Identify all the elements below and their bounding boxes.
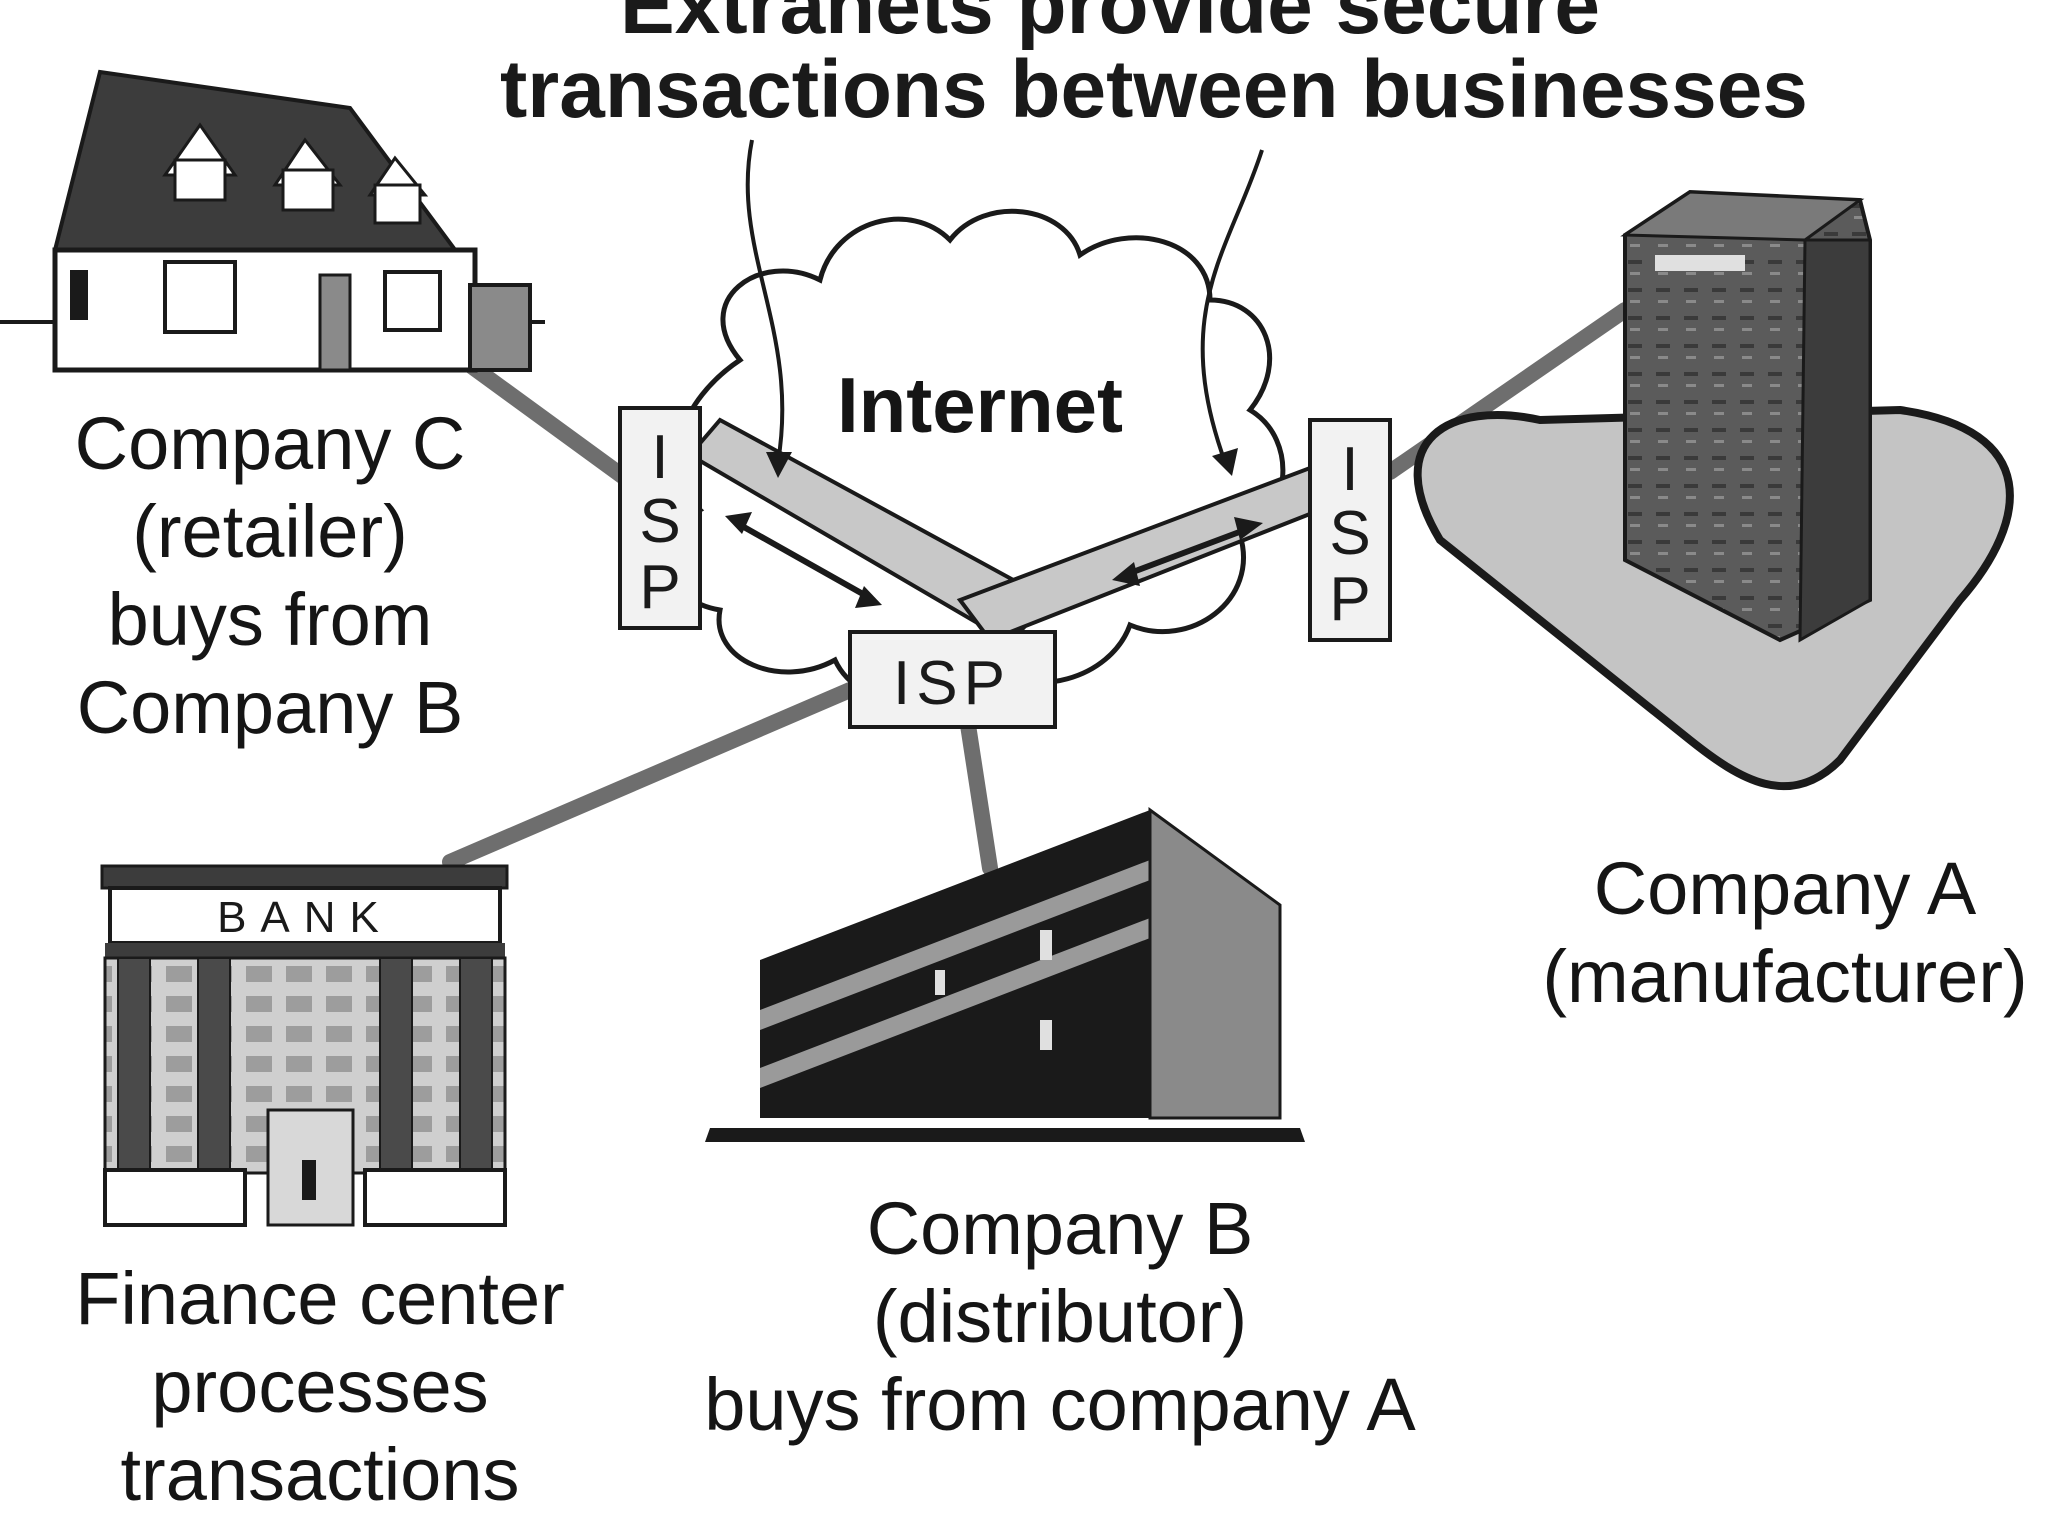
arrowhead-right-b — [1234, 517, 1263, 540]
finance-line-1: Finance center — [75, 1257, 565, 1340]
isp-right-letter-s: S — [1329, 499, 1370, 568]
company-c-line-2: (retailer) — [132, 490, 408, 573]
internet-label: Internet — [836, 361, 1124, 449]
arrowhead-left-b — [855, 586, 882, 608]
callout-arrow-left — [745, 139, 785, 463]
isp-bottom-label: ISP — [893, 649, 1011, 718]
company-a-line-2: (manufacturer) — [1542, 935, 2028, 1018]
diagram-heading: Extranets provide secure transactions be… — [500, 0, 1808, 135]
link-bank — [442, 682, 858, 870]
company-a-caption: Company A (manufacturer) — [1530, 845, 2040, 1021]
isp-left-letter-i: I — [651, 423, 668, 492]
company-b-line-1: Company B — [866, 1187, 1254, 1270]
bank-sign: BANK — [217, 893, 393, 942]
isp-left-letter-s: S — [639, 487, 680, 556]
arrow-left-channel — [733, 519, 872, 601]
company-c-line-3: buys from — [107, 578, 433, 661]
bank-icon: BANK — [100, 864, 509, 1227]
company-b-caption: Company B (distributor) buys from compan… — [660, 1185, 1460, 1449]
callout-arrowhead-right — [1212, 448, 1238, 476]
office-tower-icon — [1413, 189, 2014, 791]
heading-line-1: Extranets provide secure — [620, 0, 1600, 51]
company-b-line-3: buys from company A — [704, 1363, 1416, 1446]
warehouse-icon — [705, 807, 1305, 1142]
arrowhead-right-a — [1112, 562, 1140, 586]
link-company-b — [960, 717, 998, 876]
transaction-arrows — [725, 512, 1263, 608]
arrowhead-left-a — [725, 512, 752, 534]
isp-box-bottom: ISP — [848, 630, 1057, 729]
house-icon — [0, 69, 545, 373]
link-company-c — [462, 357, 633, 486]
callout-arrow-right — [1200, 149, 1264, 463]
arrow-right-channel — [1123, 525, 1252, 578]
finance-caption: Finance center processes transactions — [60, 1255, 580, 1519]
company-c-line-1: Company C — [74, 402, 466, 485]
heading-line-2: transactions between businesses — [500, 44, 1808, 135]
isp-box-right: I S P — [1308, 418, 1392, 642]
finance-line-2: processes — [151, 1345, 489, 1428]
callout-arrows — [745, 139, 1264, 478]
isp-left-letter-p: P — [639, 553, 680, 622]
isp-box-left: I S P — [618, 406, 702, 630]
company-b-line-2: (distributor) — [872, 1275, 1248, 1358]
finance-line-3: transactions — [120, 1433, 520, 1516]
company-c-line-4: Company B — [76, 666, 464, 749]
company-c-caption: Company C (retailer) buys from Company B — [20, 400, 520, 752]
company-a-line-1: Company A — [1593, 847, 1977, 930]
isp-right-letter-p: P — [1329, 565, 1370, 634]
callout-arrowhead-left — [766, 452, 792, 478]
isp-right-letter-i: I — [1341, 435, 1358, 504]
